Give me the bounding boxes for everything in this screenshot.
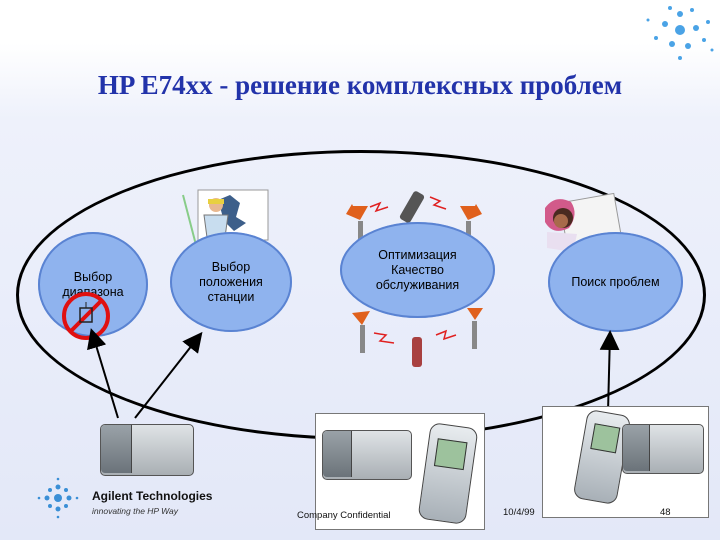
- node-optimization: Оптимизация Качество обслуживания: [340, 222, 495, 318]
- footer-date: 10/4/99: [503, 507, 535, 518]
- no-interference-icon: [62, 292, 110, 340]
- company-name: Agilent Technologies: [92, 489, 213, 503]
- node-troubleshooting: Поиск проблем: [548, 232, 683, 332]
- node-troubleshoot-label: Поиск проблем: [571, 274, 660, 289]
- node-station-position: Выбор положения станции: [170, 232, 292, 332]
- page-number: 48: [660, 507, 671, 518]
- agilent-logo-icon: [37, 477, 79, 519]
- network-optimization-illustration: [346, 191, 483, 367]
- sparkle-logo-icon: [646, 6, 714, 60]
- page-title: HP E74xx - решение комплексных проблем: [97, 70, 623, 100]
- node-station-label: Выбор положения станции: [199, 259, 263, 304]
- instrument-unit-center: [322, 430, 412, 480]
- confidential-label: Company Confidential: [297, 510, 391, 521]
- instrument-unit-left: [100, 424, 194, 476]
- arrow-to-troubleshoot: [599, 330, 620, 413]
- arrow-to-station: [134, 331, 203, 419]
- node-optimization-label: Оптимизация Качество обслуживания: [375, 247, 460, 292]
- instrument-unit-right: [622, 424, 704, 474]
- arrow-to-range: [87, 328, 119, 419]
- company-tagline: innovating the HP Way: [92, 506, 178, 516]
